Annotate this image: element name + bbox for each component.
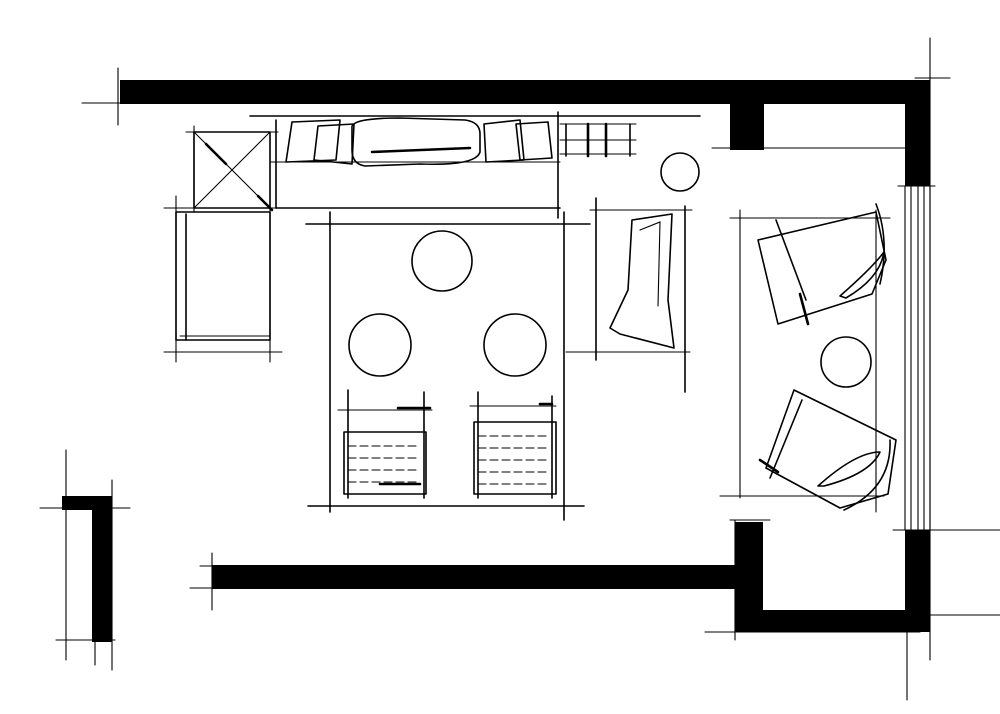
bookshelf (559, 122, 637, 158)
lounge-chair (565, 197, 693, 393)
sofa-with-cushions (249, 111, 701, 219)
construction-lines (39, 37, 1000, 701)
dining-table (305, 211, 591, 521)
round-stools (348, 230, 547, 377)
round-plant (660, 152, 700, 192)
armchair-left (163, 195, 287, 363)
balcony-round-table (820, 336, 872, 388)
side-table-left (185, 125, 279, 213)
balcony-area-frame (719, 209, 891, 513)
balcony-lounge-chairs (757, 203, 897, 511)
window (897, 185, 936, 531)
exterior-walls (62, 80, 930, 642)
dining-chairs (337, 389, 557, 499)
